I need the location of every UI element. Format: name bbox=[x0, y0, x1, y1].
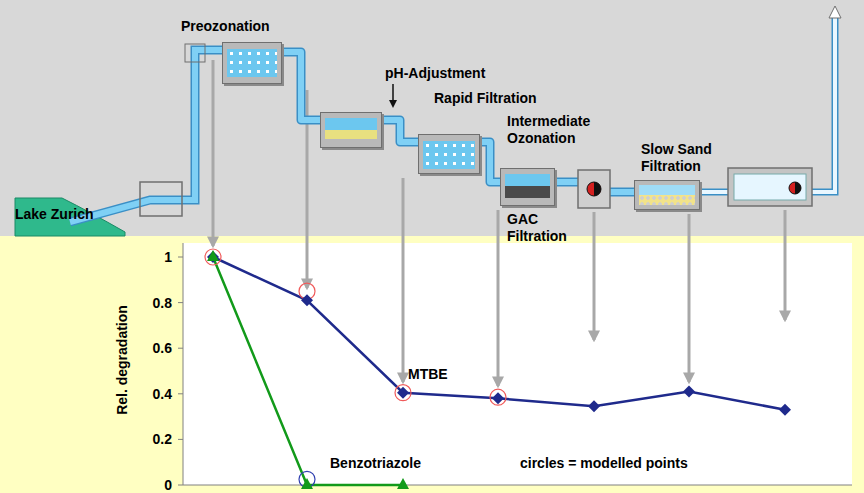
pump-box bbox=[578, 170, 610, 208]
benzotriazole-marker bbox=[207, 250, 219, 261]
stage-heading: Preozonation bbox=[181, 18, 301, 35]
ozone-water bbox=[423, 141, 475, 169]
modelled-point bbox=[395, 385, 411, 401]
treatment-tank: GAC Filtration bbox=[500, 168, 555, 206]
mtbe-marker bbox=[207, 251, 219, 263]
pipe-water bbox=[382, 120, 418, 142]
axis-ticks bbox=[178, 257, 183, 485]
chart-label: MTBE bbox=[408, 366, 448, 382]
tick-label: 0.8 bbox=[132, 295, 172, 311]
tick-label: 0.4 bbox=[132, 386, 172, 402]
treatment-tank: Intermediate Ozonation bbox=[418, 134, 480, 174]
mtbe-marker bbox=[683, 386, 695, 398]
pump-symbol bbox=[594, 182, 601, 196]
mtbe-marker bbox=[588, 400, 600, 412]
intake-pipe bbox=[70, 50, 222, 222]
stage-heading: Slow Sand Filtration bbox=[641, 141, 733, 175]
filter-water bbox=[505, 174, 550, 186]
chart-label: circles = modelled points bbox=[520, 455, 688, 471]
modelled-point bbox=[490, 389, 506, 405]
treatment-tank: Rapid Filtration bbox=[320, 112, 382, 148]
mtbe-line bbox=[213, 257, 785, 410]
filter-water bbox=[639, 185, 695, 195]
stage-heading: Rapid Filtration bbox=[434, 90, 564, 107]
chart-label: Lake Zurich bbox=[15, 206, 94, 222]
dosing-arrow bbox=[389, 100, 397, 108]
outlet-pipe bbox=[700, 6, 841, 192]
pipe-wall bbox=[382, 120, 418, 142]
pipe-wall bbox=[480, 142, 500, 182]
chart-label: pH-Adjustment bbox=[385, 65, 485, 81]
reservoir-water bbox=[734, 174, 806, 200]
axis-title: Rel. degradation bbox=[114, 295, 130, 425]
mtbe-marker bbox=[397, 387, 409, 399]
tick-label: 0 bbox=[132, 477, 172, 493]
stage-heading: Intermediate Ozonation bbox=[507, 113, 607, 147]
treatment-tank: Preozonation bbox=[222, 42, 282, 84]
sand-layer bbox=[325, 130, 377, 139]
benzotriazole-marker bbox=[397, 478, 409, 489]
reservoir-box bbox=[728, 168, 812, 206]
lake-shape bbox=[15, 198, 125, 236]
filter-water bbox=[325, 118, 377, 130]
axis-line bbox=[183, 243, 852, 485]
pipe-water bbox=[282, 52, 320, 120]
tick-label: 0.2 bbox=[132, 431, 172, 447]
pump-symbol bbox=[789, 182, 801, 194]
treatment-tank: Slow Sand Filtration bbox=[634, 180, 700, 210]
tick-label: 0.6 bbox=[132, 340, 172, 356]
modelled-point bbox=[205, 249, 221, 265]
ozone-water bbox=[227, 49, 277, 77]
mtbe-marker bbox=[779, 404, 791, 416]
mtbe-marker bbox=[301, 294, 313, 306]
pipe bbox=[480, 142, 500, 182]
pump-symbol bbox=[587, 182, 601, 196]
stage-heading: GAC Filtration bbox=[507, 211, 579, 245]
pump-symbol bbox=[795, 182, 801, 194]
plot-area bbox=[183, 243, 852, 485]
pipe-wall bbox=[282, 52, 320, 120]
chart-ground bbox=[0, 236, 864, 493]
benzotriazole-marker bbox=[301, 478, 313, 489]
pipe bbox=[282, 52, 320, 120]
pipe-water bbox=[480, 142, 500, 182]
mtbe-marker bbox=[492, 392, 504, 404]
intake-box bbox=[140, 182, 182, 216]
chart-label: Benzotriazole bbox=[330, 455, 421, 471]
benzotriazole-line bbox=[213, 257, 403, 485]
sand-layer bbox=[639, 195, 695, 205]
pipe-housing bbox=[185, 44, 205, 62]
process-ground bbox=[0, 0, 864, 236]
carbon-layer bbox=[505, 186, 550, 198]
tick-label: 1 bbox=[132, 249, 172, 265]
pipe bbox=[382, 120, 418, 142]
